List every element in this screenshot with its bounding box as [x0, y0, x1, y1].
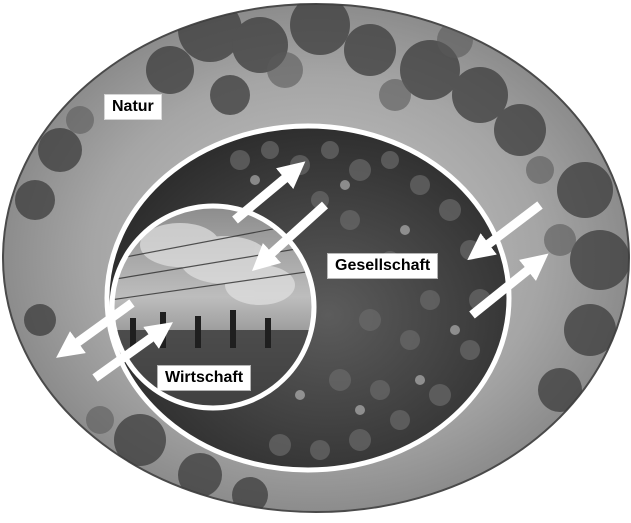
- natur-label: Natur: [105, 95, 161, 119]
- gesellschaft-label: Gesellschaft: [328, 254, 437, 278]
- wirtschaft-label: Wirtschaft: [158, 366, 250, 390]
